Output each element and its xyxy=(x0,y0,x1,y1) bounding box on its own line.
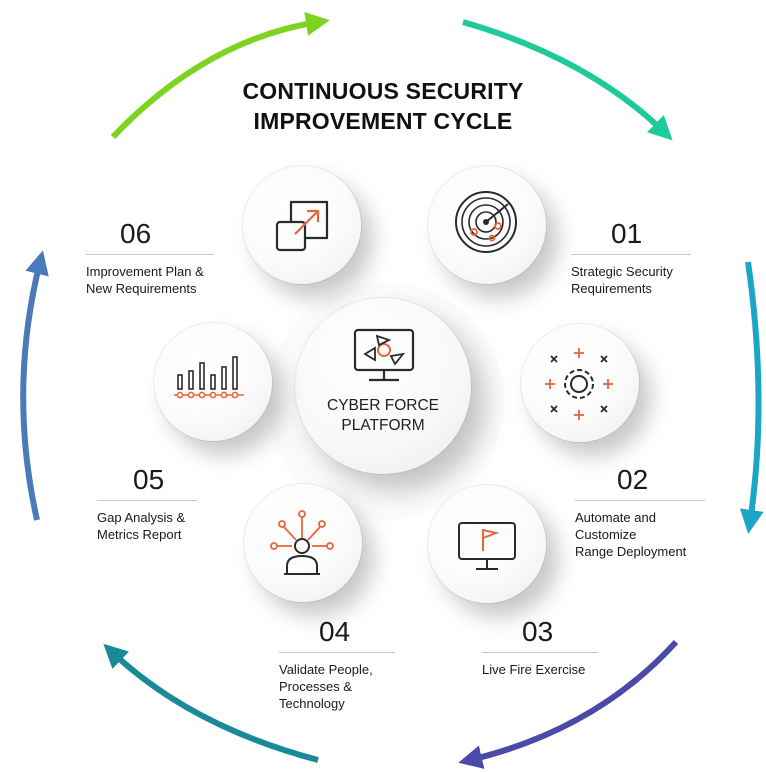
title-line-2: IMPROVEMENT CYCLE xyxy=(253,108,513,134)
step-01-line-2: Requirements xyxy=(571,281,652,296)
step-02-description: Automate and Customize Range Deployment xyxy=(575,509,705,560)
step-04-description: Validate People, Processes & Technology xyxy=(279,661,395,712)
step-06-line-2: New Requirements xyxy=(86,281,197,296)
step-06-number: 06 xyxy=(120,218,152,249)
center-platform-circle: CYBER FORCE PLATFORM xyxy=(295,298,471,474)
step-05-line-2: Metrics Report xyxy=(97,527,182,542)
arrow-blue xyxy=(20,250,49,521)
expand-arrow-icon xyxy=(275,200,329,252)
step-03-circle xyxy=(428,485,546,603)
step-03-divider xyxy=(482,652,598,653)
step-03-line-1: Live Fire Exercise xyxy=(482,662,586,677)
step-02-number: 02 xyxy=(617,464,649,495)
step-06-description: Improvement Plan & New Requirements xyxy=(86,263,214,297)
step-03-number: 03 xyxy=(522,616,554,647)
step-06-divider xyxy=(86,254,214,255)
step-04-label: 04 Validate People, Processes & Technolo… xyxy=(279,616,395,712)
step-05-label: 05 Gap Analysis & Metrics Report xyxy=(97,464,197,543)
arrow-dark-teal xyxy=(103,643,319,763)
radar-icon xyxy=(455,191,517,253)
step-05-circle xyxy=(154,323,272,441)
monitor-target-icon xyxy=(353,328,415,382)
step-01-divider xyxy=(571,254,691,255)
step-04-divider xyxy=(279,652,395,653)
step-05-divider xyxy=(97,500,197,501)
step-03-description: Live Fire Exercise xyxy=(482,661,598,678)
arrow-cyan xyxy=(739,261,764,534)
step-05-number: 05 xyxy=(133,464,165,495)
monitor-flag-icon xyxy=(458,522,516,570)
step-01-number: 01 xyxy=(611,218,643,249)
center-label: CYBER FORCE PLATFORM xyxy=(295,396,471,436)
step-04-line-3: Technology xyxy=(279,696,345,711)
step-02-line-2: Customize xyxy=(575,527,637,542)
arrow-indigo xyxy=(458,639,679,769)
step-02-line-1: Automate and xyxy=(575,510,656,525)
step-03-label: 03 Live Fire Exercise xyxy=(482,616,598,678)
diagram-title: CONTINUOUS SECURITY IMPROVEMENT CYCLE xyxy=(193,76,573,136)
step-02-label: 02 Automate and Customize Range Deployme… xyxy=(575,464,705,560)
arrow-green xyxy=(110,12,330,140)
step-02-circle xyxy=(521,324,639,442)
step-01-label: 01 Strategic Security Requirements xyxy=(571,218,691,297)
step-05-description: Gap Analysis & Metrics Report xyxy=(97,509,197,543)
step-01-description: Strategic Security Requirements xyxy=(571,263,691,297)
step-04-line-1: Validate People, xyxy=(279,662,373,677)
step-06-circle xyxy=(243,166,361,284)
center-label-line-1: CYBER FORCE xyxy=(327,397,439,414)
step-04-line-2: Processes & xyxy=(279,679,352,694)
step-01-line-1: Strategic Security xyxy=(571,264,673,279)
step-06-line-1: Improvement Plan & xyxy=(86,264,204,279)
step-06-label: 06 Improvement Plan & New Requirements xyxy=(86,218,214,297)
center-label-line-2: PLATFORM xyxy=(341,417,425,434)
gear-network-icon xyxy=(545,348,613,420)
step-02-divider xyxy=(575,500,705,501)
step-02-line-3: Range Deployment xyxy=(575,544,687,559)
step-01-circle xyxy=(428,166,546,284)
person-network-icon xyxy=(270,510,334,575)
bar-chart-icon xyxy=(174,356,244,399)
title-line-1: CONTINUOUS SECURITY xyxy=(242,78,524,104)
arrow-teal xyxy=(462,19,673,141)
step-04-number: 04 xyxy=(319,616,351,647)
step-05-line-1: Gap Analysis & xyxy=(97,510,186,525)
step-04-circle xyxy=(244,484,362,602)
